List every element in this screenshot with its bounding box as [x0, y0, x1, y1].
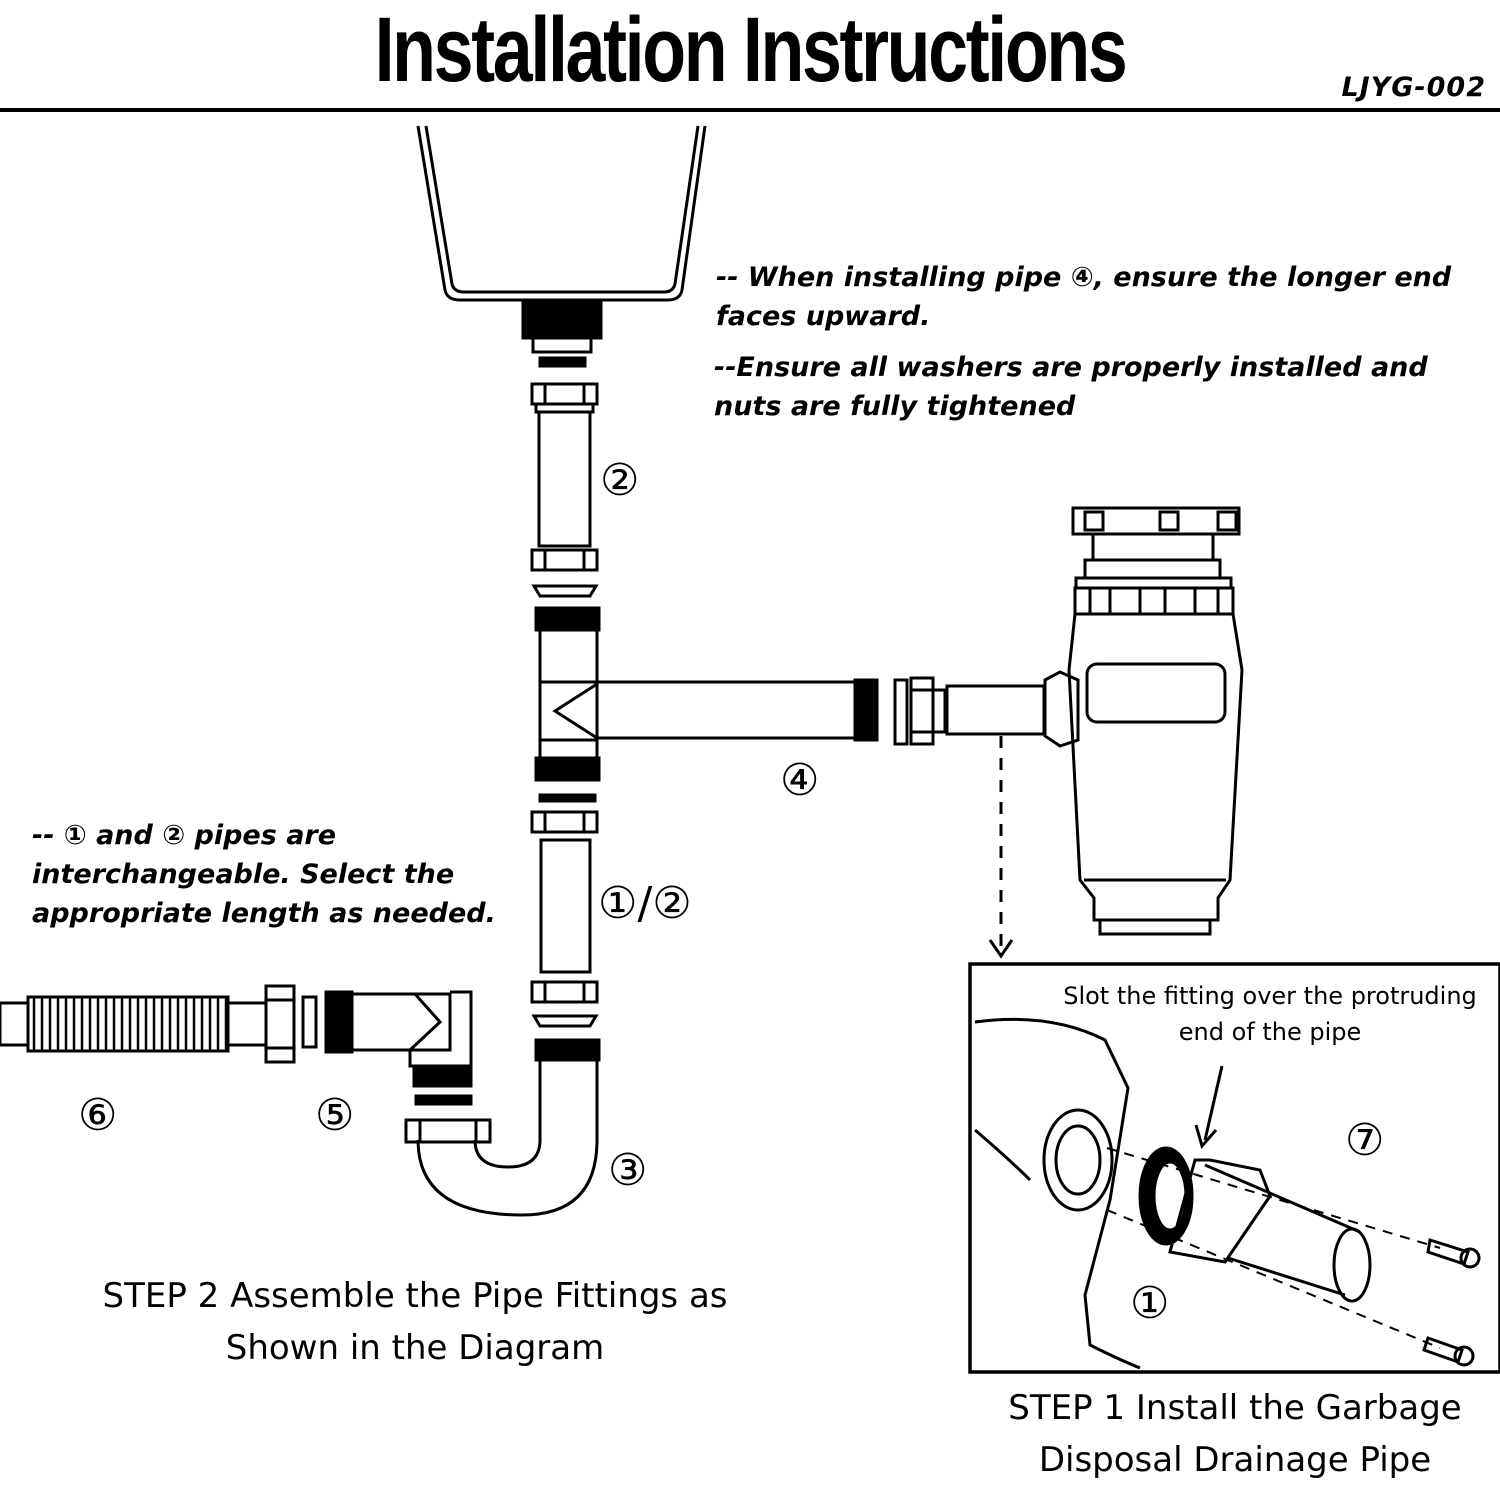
part-number-6: ⑥: [78, 1090, 118, 1141]
part-number-1-or-2: ①/②: [598, 878, 692, 929]
garbage-disposal-icon: [1043, 506, 1244, 936]
elbow-fitting: [301, 990, 473, 1088]
page-title: Installation Instructions: [374, 0, 1128, 101]
part-number-7: ⑦: [1345, 1115, 1385, 1166]
part-number-1-detail: ①: [1130, 1278, 1170, 1329]
note-washers: --Ensure all washers are properly instal…: [714, 352, 1428, 422]
note-pipe-4-orientation: -- When installing pipe ④, ensure the lo…: [716, 262, 1452, 332]
part-number-3: ③: [608, 1145, 648, 1196]
model-number: LJYG-002: [1341, 72, 1486, 103]
step-1-callout: Slot the fitting over the protruding end…: [1063, 982, 1477, 1046]
pipe-2-upper: [530, 382, 599, 598]
part-number-4: ④: [780, 755, 820, 806]
sink-basin-icon: [416, 125, 707, 368]
corrugated-hose: [0, 984, 296, 1064]
tee-fitting: [534, 606, 1046, 782]
part-number-2: ②: [600, 455, 640, 506]
step-1-detail: [968, 962, 1500, 1374]
part-number-5: ⑤: [315, 1090, 355, 1141]
header-divider: [0, 108, 1500, 112]
step-2-label: STEP 2 Assemble the Pipe Fittings as Sho…: [102, 1276, 728, 1368]
step-1-label: STEP 1 Install the Garbage Disposal Drai…: [1008, 1388, 1462, 1480]
pipe-1-or-2-lower: [530, 793, 599, 1028]
note-interchangeable: -- ① and ② pipes are interchangeable. Se…: [32, 820, 496, 929]
p-trap: [404, 1038, 601, 1217]
